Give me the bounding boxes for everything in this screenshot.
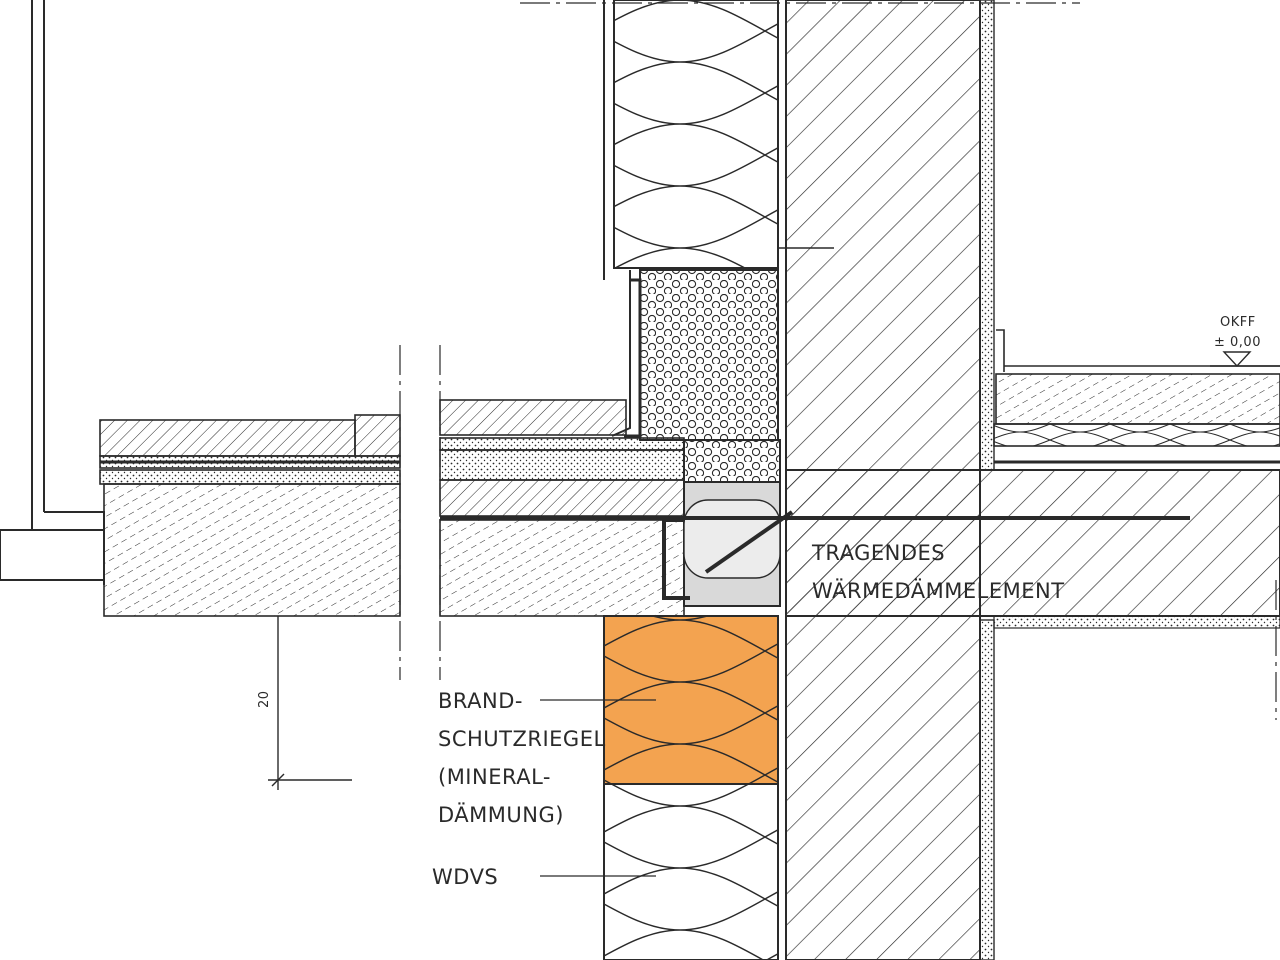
floor-buildup	[993, 329, 1280, 464]
leader-lines	[540, 699, 656, 877]
thermal-break-element	[440, 481, 1190, 607]
label-brand-line4: DÄMMUNG)	[438, 802, 564, 827]
label-tragendes-line1: TRAGENDES	[811, 541, 945, 565]
interior-plaster-lower	[979, 619, 995, 960]
label-level: ± 0,00	[1214, 335, 1261, 350]
label-brand-line3: (MINERAL-	[438, 765, 551, 789]
label-wdvs: WDVS	[432, 865, 498, 889]
wdvs-lower	[603, 783, 779, 960]
dimension-line	[268, 616, 352, 790]
label-brand-line1: BRAND-	[438, 689, 523, 713]
floor-slab	[785, 469, 1280, 629]
balcony-slab-right	[439, 270, 685, 617]
wdvs-upper	[613, 0, 779, 269]
window-frame	[0, 0, 105, 585]
level-marker	[1210, 351, 1280, 368]
label-brand-line2: SCHUTZRIEGEL	[438, 727, 606, 751]
dimension-value: 20	[257, 690, 272, 708]
interior-plaster-upper	[979, 0, 995, 471]
balcony-slab-left	[99, 414, 401, 617]
label-tragendes-line2: WÄRMEDÄMMELEMENT	[812, 578, 1065, 603]
label-okff: OKFF	[1220, 315, 1256, 330]
perimeter-insulation	[639, 269, 781, 483]
